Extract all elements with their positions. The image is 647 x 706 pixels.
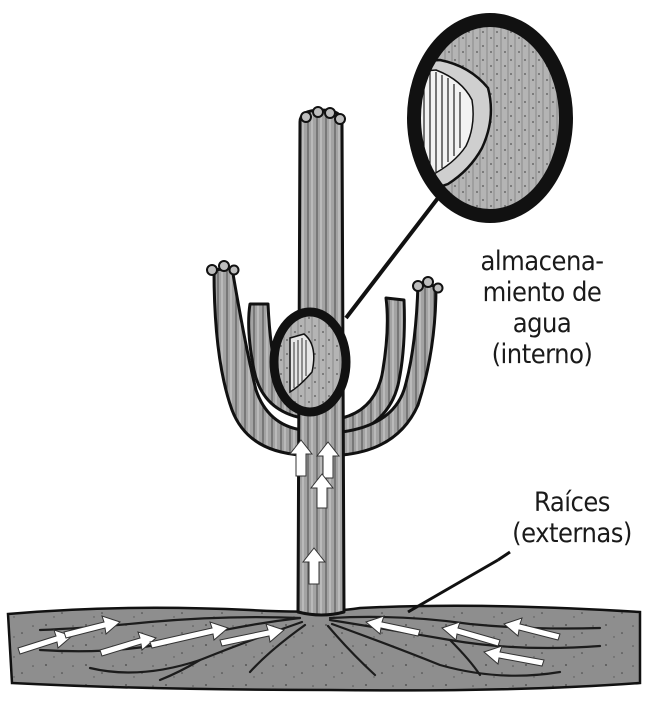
water-storage-label-line: agua (452, 308, 632, 339)
water-storage-label-line: miento de (452, 277, 632, 308)
water-storage-label: almacena- miento de agua (interno) (452, 246, 632, 370)
roots-label-line: Raíces (498, 487, 646, 518)
water-storage-label-line: (interno) (452, 339, 632, 370)
roots-pointer (408, 552, 510, 612)
water-storage-label-line: almacena- (452, 246, 632, 277)
roots-label-line: (externas) (498, 518, 646, 549)
roots-label: Raíces (externas) (498, 487, 646, 549)
big-magnifier (410, 16, 570, 226)
